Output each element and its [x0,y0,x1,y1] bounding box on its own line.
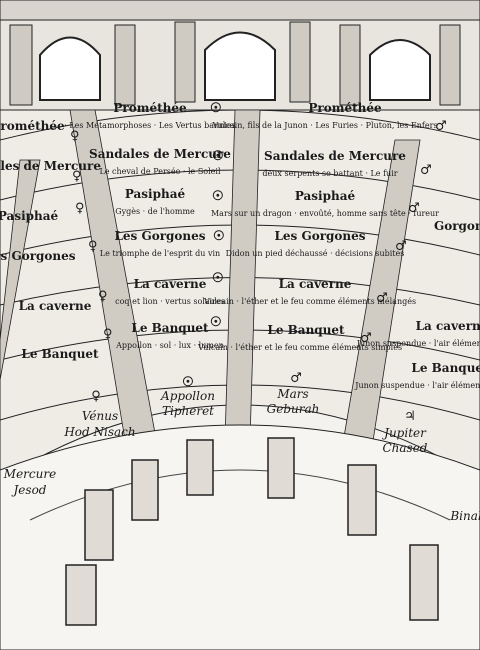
sun-row-4-sub: Le triomphe de l'esprit du vin [100,249,220,258]
venus-footer-symbol: ♀ [91,389,101,404]
mars-row-2-sub: deux serpents se battant · Le fuir [262,169,397,178]
jupiter-footer-symbol: ♃ [404,409,416,424]
sun-row-4-header: Les Gorgones [114,229,205,243]
sun-row-6-symbol: ☉ [210,315,222,330]
jupiter-row-3-sub: Junon suspendue · l'air élément simple [354,381,480,390]
fan-sun: Prométhée · Les Métamorphoses · Les Vert… [64,101,236,418]
venus-row-3-header: Pasiphaé [0,209,59,223]
venus-row-2-header: Sandales de Mercure [0,159,101,173]
sun-row-6-sub: Appollon · sol · lux · lumen [115,341,224,350]
mars-footer-symbol: ♂ [290,371,302,386]
column-top-5 [339,24,361,106]
saturn-footer-1: Binah [449,509,480,523]
mars-row-4-header: Les Gorgones [274,229,365,243]
venus-row-6-symbol: ♀ [103,327,113,342]
sun-row-1-symbol: ☉ [210,101,222,116]
venus-row-4-symbol: ♀ [88,239,98,254]
mercury-footer-1: Mercure [3,467,56,481]
fan-jupiter: Gorgones La caverne Junon suspendue · l'… [354,219,480,455]
sun-row-2-sub: Le cheval de Persée · le Soleil [99,167,221,176]
sun-row-3-symbol: ☉ [212,189,224,204]
mars-footer-1: Mars [276,387,308,401]
sun-row-5-header: La caverne [134,277,207,291]
venus-row-6-header: Le Banquet [21,347,99,361]
mars-row-2-header: Sandales de Mercure [264,149,406,163]
arch-3 [369,39,431,101]
sun-row-1-sub: · Les Métamorphoses · Les Vertus bannies [64,121,236,130]
column-5 [84,489,114,561]
sun-row-2-symbol: ☉ [212,149,224,164]
mars-row-4-sub: Didon un pied déchaussé · décisions subi… [226,249,405,258]
arch-2 [204,31,276,101]
venus-row-3-symbol: ♀ [75,201,85,216]
sun-footer-1: Appollon [160,389,215,403]
venus-row-2-symbol: ♀ [72,169,82,184]
sun-row-3-header: Pasiphaé [125,187,186,201]
sun-row-3-sub: Gygès · de l'homme [115,207,195,216]
fan-venus: Prométhée ♀ Sandales de Mercure ♀ Pasiph… [0,119,136,439]
mercury-footer-2: Jesod [11,483,47,497]
column-7 [409,544,439,621]
sun-row-5-sub: coq et lion · vertus solaires [115,297,225,306]
venus-row-5-symbol: ♀ [98,289,108,304]
mars-row-6-symbol: ♂ [360,331,372,346]
venus-row-1-header: Prométhée [0,119,65,133]
sun-footer-symbol: ☉ [182,375,194,390]
sun-row-2-header: Sandales de Mercure [89,147,231,161]
fan-mercury: Mercure Jesod [3,467,56,497]
arcade-wall [0,0,480,111]
sun-row-4-symbol: ☉ [213,229,225,244]
jupiter-footer-1: Jupiter [381,426,427,440]
mars-row-5-symbol: ♂ [376,291,388,306]
column-1 [131,459,159,521]
mars-row-1-symbol: ♂ [435,119,447,134]
mars-row-3-sub: Mars sur un dragon · envoûté, homme sans… [211,209,439,218]
venus-row-1-symbol: ♀ [70,129,80,144]
column-2 [186,439,214,496]
column-4 [347,464,377,536]
jupiter-row-2-header: La caverne [416,319,480,333]
sun-footer-2: Tipheret [162,404,214,418]
jupiter-row-2-sub: Junon suspendue · l'air élément composé [356,339,480,348]
arch-1 [39,36,101,101]
mars-row-3-header: Pasiphaé [295,189,356,203]
venus-row-4-header: Les Gorgones [0,249,76,263]
fan-saturn: Binah [449,509,480,523]
sun-row-5-symbol: ☉ [212,271,224,286]
mars-row-2-symbol: ♂ [420,163,432,178]
mars-row-1-header: Prométhée [308,101,382,115]
venus-row-5-header: La caverne [19,299,92,313]
sun-row-1-header: Prométhée [113,101,187,115]
column-top-2 [114,24,136,106]
mars-row-6-sub: Vulcain · l'éther et le feu comme élémen… [197,343,402,352]
column-6 [65,564,97,626]
mars-row-6-header: Le Banquet [267,323,345,337]
jupiter-footer-2: Chased [382,441,427,455]
mars-row-5-header: La caverne [279,277,352,291]
mars-row-1-sub: Vulcain, fils de la Junon · Les Furies ·… [211,121,437,130]
mars-row-5-sub: Vulcain · l'éther et le feu comme élémen… [203,297,416,306]
jupiter-row-3-header: Le Banquet [411,361,480,375]
fan-mars: Prométhée Vulcain, fils de la Junon · Le… [197,101,447,416]
column-3 [267,437,295,499]
column-top-3 [174,21,196,103]
venus-footer-2: Hod Nisach [63,425,135,439]
mars-row-4-symbol: ♂ [395,239,407,254]
jupiter-row-1-header: Gorgones [434,219,480,233]
columns-bottom [65,437,439,626]
column-top-4 [289,21,311,103]
venus-footer-1: Vénus [82,409,118,423]
sun-row-6-header: Le Banquet [131,321,209,335]
column-top-6 [439,24,461,106]
mars-footer-2: Geburah [267,402,320,416]
column-top-1 [9,24,33,106]
mars-row-3-symbol: ♂ [408,201,420,216]
